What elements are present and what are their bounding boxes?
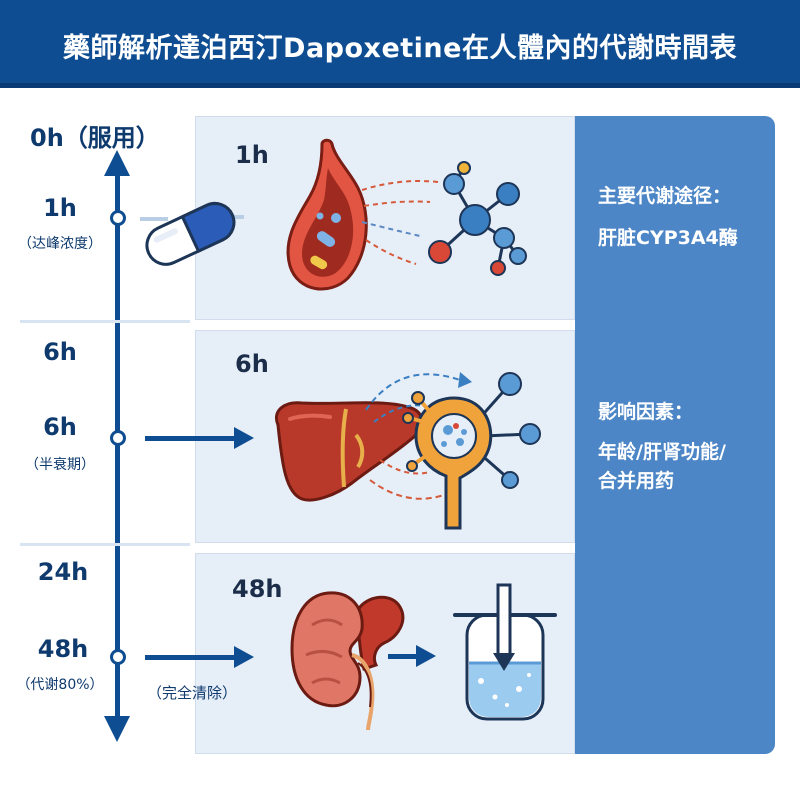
timeline-start-label: 0h（服用）: [30, 124, 160, 152]
arrow-head-icon: [416, 645, 436, 667]
factors-line-1: 年龄/肝肾功能/: [598, 441, 726, 463]
timeline-node-3-note: （代谢80%）: [16, 677, 104, 693]
timeline-node-1-time: 1h: [43, 194, 77, 222]
beaker-icon: [453, 583, 557, 721]
kidney-icon: [290, 591, 405, 731]
header-banner: 藥師解析達泊西汀Dapoxetine在人體內的代謝時間表: [0, 0, 800, 88]
timeline-node-2-note: （半衰期）: [25, 457, 95, 473]
arrow-to-kidney: [145, 654, 237, 660]
panel-6h-time: 6h: [235, 350, 269, 378]
timeline-node-2: [109, 430, 126, 446]
pathway-title: 主要代谢途径：: [598, 185, 732, 207]
factors-title: 影响因素：: [598, 401, 694, 423]
panel-48h-time: 48h: [232, 575, 283, 603]
page-title: 藥師解析達泊西汀Dapoxetine在人體內的代謝時間表: [63, 33, 737, 64]
capsule-icon: [140, 201, 244, 266]
timeline-node-3-time: 48h: [37, 635, 89, 663]
timeline-section-label-6h: 6h: [43, 338, 77, 366]
arrow-head-icon: [234, 646, 254, 668]
panel-1h-time: 1h: [235, 141, 269, 169]
molecule-icon: [361, 161, 527, 276]
stomach-icon: [286, 138, 368, 291]
timeline-arrow-up-icon: [104, 150, 130, 176]
timeline-node-3: [109, 649, 126, 665]
arrow-head-icon: [234, 427, 254, 449]
panel-1h: [195, 116, 575, 320]
timeline-node-2-time: 6h: [43, 413, 77, 441]
timeline-arrow-down-icon: [104, 716, 130, 742]
section-divider: [20, 543, 190, 546]
pathway-value: 肝脏CYP3A4酶: [598, 227, 738, 249]
panel-48h-note: （完全清除）: [146, 684, 237, 702]
enzyme-icon: [365, 372, 541, 530]
timeline-section-label-24h: 24h: [37, 558, 89, 586]
arrow-to-liver: [145, 435, 237, 441]
timeline-axis: [115, 172, 120, 720]
timeline-node-1: [109, 210, 126, 226]
factors-line-2: 合并用药: [598, 470, 675, 492]
section-divider: [20, 320, 190, 323]
info-panel: [575, 116, 775, 754]
timeline-node-1-note: （达峰浓度）: [18, 236, 102, 252]
arrow-to-beaker: [388, 653, 418, 659]
